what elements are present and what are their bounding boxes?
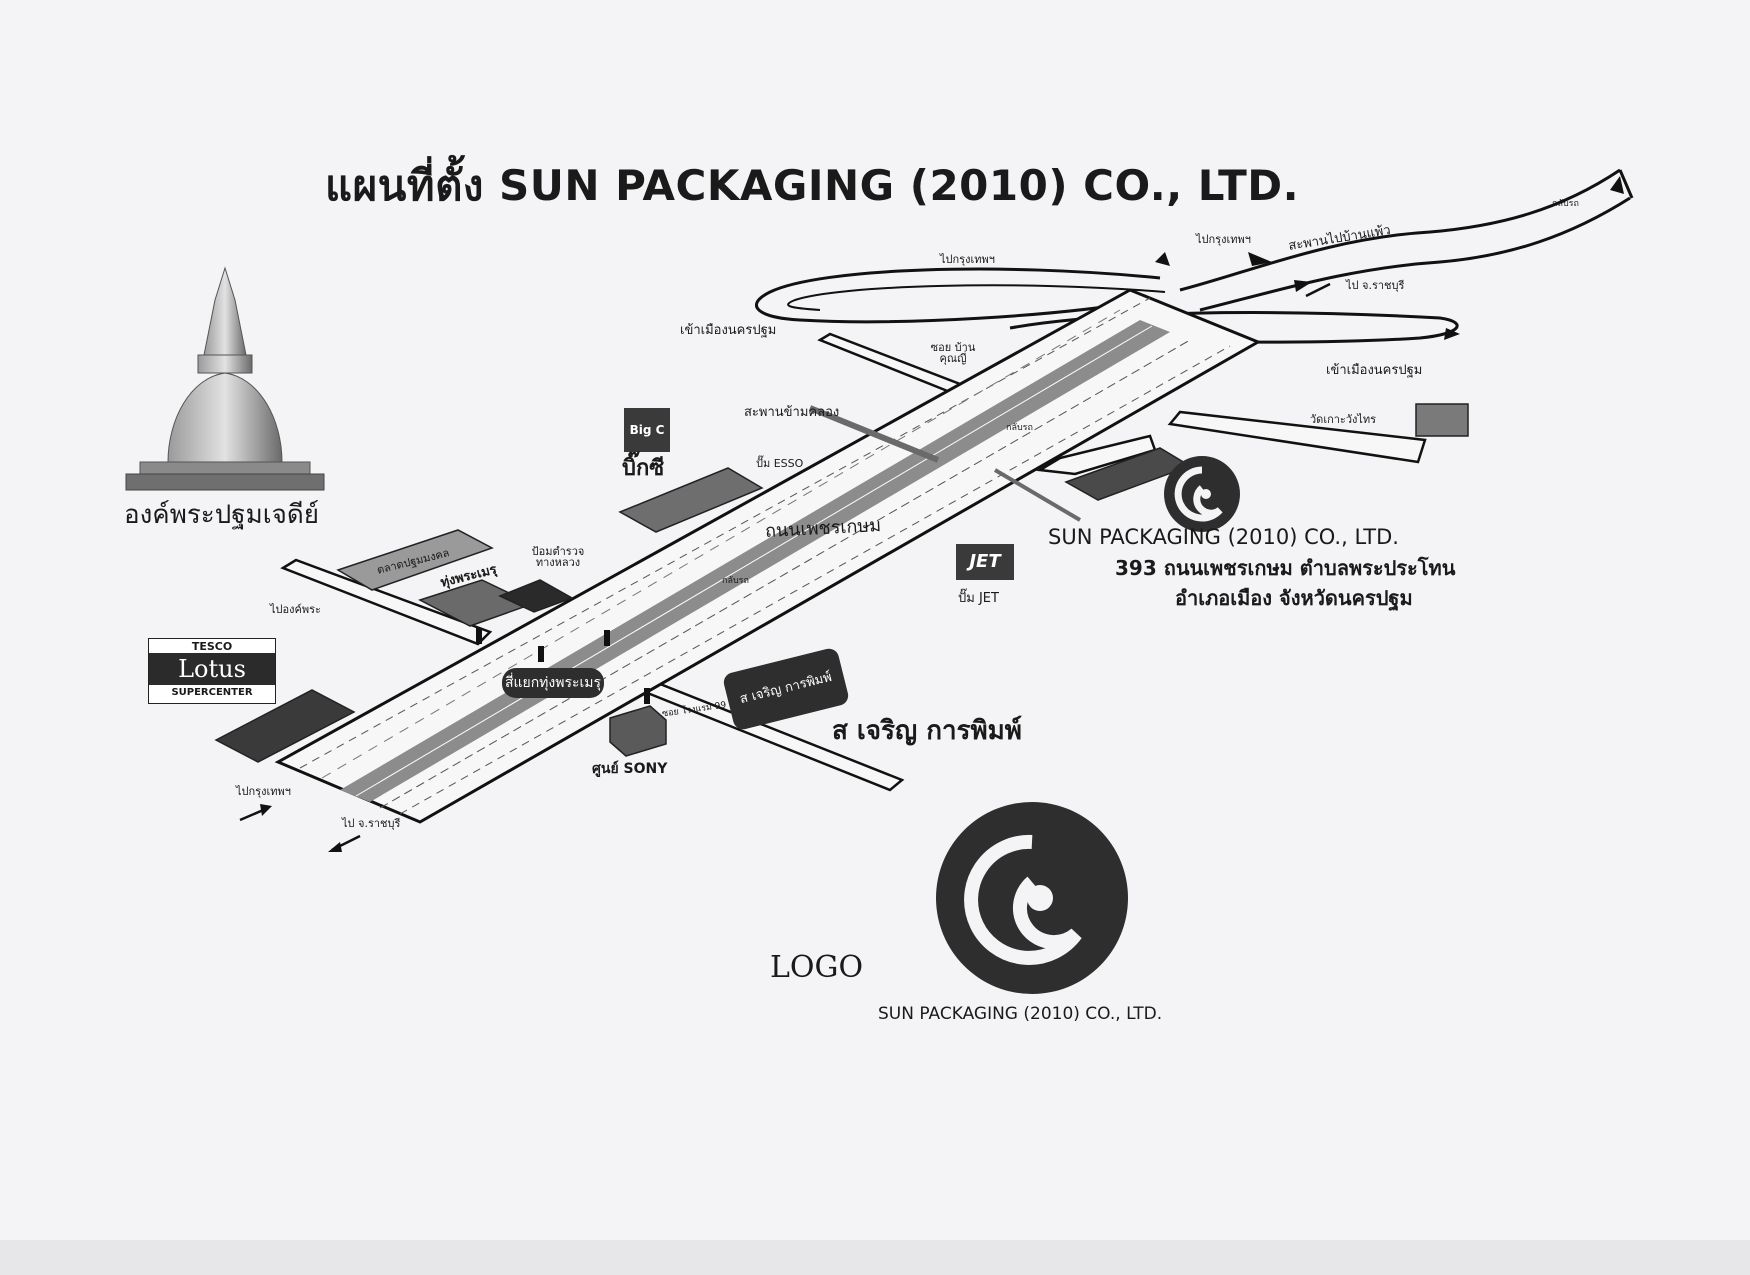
arrow-icon: [1155, 176, 1624, 340]
label-sony: ศูนย์ SONY: [592, 761, 668, 777]
lotus-supercenter-logo: TESCO Lotus SUPERCENTER: [148, 638, 276, 704]
bigc-thai-label: บิ๊กซี: [622, 456, 665, 481]
lotus-text: Lotus: [149, 653, 275, 685]
company-name: SUN PACKAGING (2010) CO., LTD.: [1048, 525, 1399, 549]
swirl-logo-icon: [936, 802, 1128, 994]
intersection-badge: สี่แยกทุ่งพระเมรุ: [502, 668, 604, 698]
label-u-turn-lower: กลับรถ: [722, 576, 749, 586]
label-to-ratchaburi-bottom: ไป จ.ราชบุรี: [342, 817, 401, 830]
pagoda-icon: [125, 266, 325, 491]
label-police: ป้อมตำรวจ ทางหลวง: [531, 545, 585, 569]
traffic-light-icon: [476, 628, 650, 704]
label-wat: วัดเกาะวังไทร: [1310, 413, 1377, 426]
company-address-line2: อำเภอเมือง จังหวัดนครปฐม: [1175, 586, 1413, 610]
tesco-text: TESCO: [191, 640, 233, 653]
swirl-logo-icon: [1164, 456, 1240, 532]
label-bridge-over-canal: สะพานข้ามคลอง: [744, 405, 840, 420]
page-title: แผนที่ตั้ง SUN PACKAGING (2010) CO., LTD…: [325, 161, 1300, 210]
label-to-ongphra: ไปองค์พระ: [270, 603, 321, 616]
bigc-logo: Big C: [624, 408, 670, 452]
supercenter-text: SUPERCENTER: [171, 687, 253, 698]
label-to-bangkok-top: ไปกรุงเทพฯ: [940, 253, 995, 266]
label-esso: ปั๊ม ESSO: [756, 457, 804, 470]
jet-logo: JET: [956, 544, 1014, 580]
label-to-bangkok-right: ไปกรุงเทพฯ: [1196, 233, 1251, 246]
label-u-turn-top: กลับรถ: [1552, 199, 1579, 209]
landmark-blocks: [214, 403, 1469, 763]
arrow-icon: [260, 804, 342, 852]
label-soi-ban-khunyai: ซอย บ้านคุณญี่: [930, 341, 976, 365]
logo-company-name: SUN PACKAGING (2010) CO., LTD.: [878, 1004, 1163, 1024]
label-to-bangkok-bottom: ไปกรุงเทพฯ: [236, 785, 291, 798]
logo-word: LOGO: [770, 950, 864, 985]
printer-name: ส เจริญ การพิมพ์: [832, 716, 1022, 746]
label-enter-city-right: เข้าเมืองนครปฐม: [1326, 363, 1423, 378]
map-sheet: [0, 0, 1750, 1240]
label-u-turn-mid: กลับรถ: [1006, 423, 1033, 433]
label-jet-station: ปั๊ม JET: [958, 591, 999, 606]
scan-edge: [0, 1240, 1750, 1275]
label-enter-city-left: เข้าเมืองนครปฐม: [680, 323, 777, 338]
side-streets: [280, 332, 1427, 792]
pagoda-label: องค์พระปฐมเจดีย์: [124, 500, 319, 530]
company-address-line1: 393 ถนนเพชรเกษม ตำบลพระประโทน: [1115, 556, 1456, 580]
label-to-ratchaburi-right: ไป จ.ราชบุรี: [1346, 279, 1405, 292]
